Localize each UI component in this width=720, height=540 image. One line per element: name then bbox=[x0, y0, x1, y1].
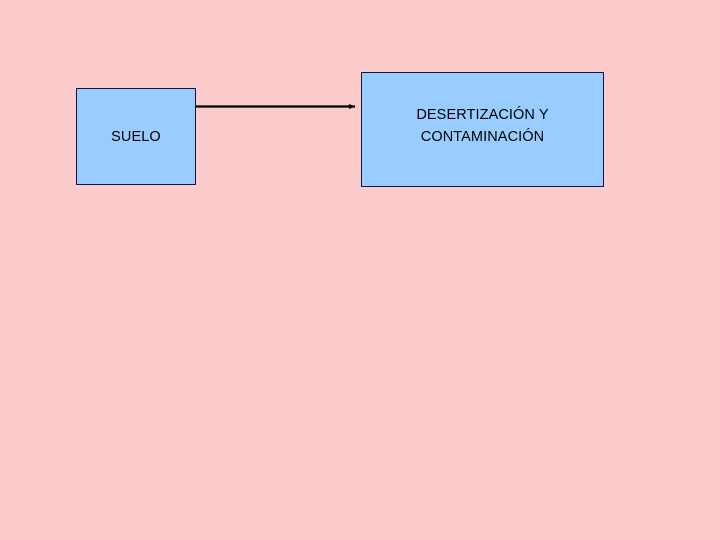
node-desertizacion-label: DESERTIZACIÓN Y CONTAMINACIÓN bbox=[416, 107, 549, 145]
node-suelo-label: SUELO bbox=[111, 128, 161, 145]
node-suelo[interactable]: SUELO bbox=[76, 88, 196, 185]
node-desertizacion[interactable]: DESERTIZACIÓN Y CONTAMINACIÓN bbox=[361, 72, 604, 187]
